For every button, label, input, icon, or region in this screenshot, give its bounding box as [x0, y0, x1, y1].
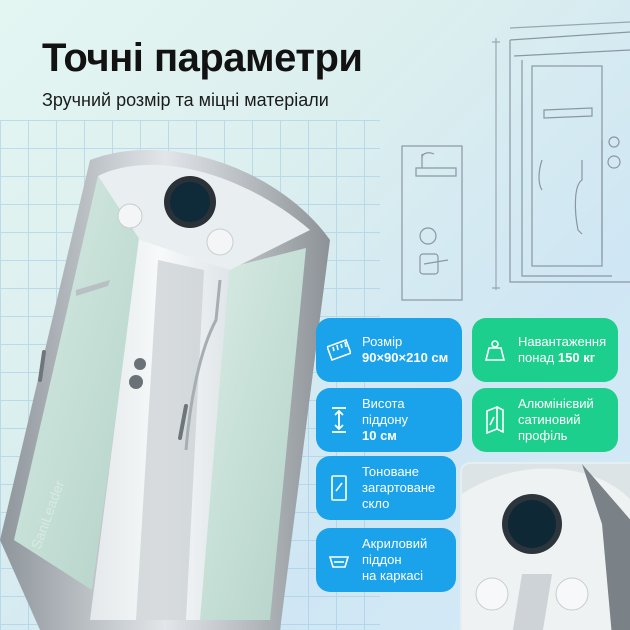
page-title: Точні параметри	[42, 36, 363, 80]
feature-glass-line3: скло	[362, 496, 390, 511]
feature-glass-line1: Тоноване	[362, 464, 419, 479]
feature-tray: Акриловий піддон на каркасі	[316, 528, 456, 592]
feature-glass: Тоноване загартоване скло	[316, 456, 456, 520]
feature-load-label: Навантаження	[518, 334, 607, 349]
tray-icon	[326, 543, 352, 577]
ceiling-detail-svg	[462, 464, 630, 630]
feature-tray-line1: Акриловий	[362, 536, 428, 551]
feature-load: Навантаження понад 150 кг	[472, 318, 618, 382]
feature-load-prefix: понад	[518, 350, 558, 365]
feature-tray-height-label: Висота піддону	[362, 396, 409, 427]
glass-icon	[326, 471, 352, 505]
shower-cabin-image: SaniLeader	[0, 149, 330, 630]
feature-size-value: 90×90×210 см	[362, 350, 449, 365]
ceiling-detail-image	[460, 462, 630, 630]
weight-icon	[482, 333, 508, 367]
page-subtitle: Зручний розмір та міцні матеріали	[42, 90, 329, 110]
feature-glass-line2: загартоване	[362, 480, 436, 495]
feature-profile: Алюмінієвий сатиновий профіль	[472, 388, 618, 452]
feature-tray-line2: піддон	[362, 552, 402, 567]
feature-tray-height-value: 10 см	[362, 428, 397, 443]
height-arrow-icon	[326, 403, 352, 437]
ruler-icon	[326, 333, 352, 367]
feature-load-value: 150 кг	[557, 350, 596, 365]
feature-tray-height: Висота піддону 10 см	[316, 388, 462, 452]
technical-drawing	[401, 21, 630, 301]
feature-tray-line3: на каркасі	[362, 568, 424, 583]
feature-profile-line1: Алюмінієвий	[518, 396, 594, 411]
profile-icon	[482, 403, 508, 437]
feature-size: Розмір 90×90×210 см	[316, 318, 462, 382]
feature-size-label: Розмір	[362, 334, 403, 349]
feature-profile-line2: сатиновий	[518, 412, 581, 427]
feature-profile-line3: профіль	[518, 428, 568, 443]
